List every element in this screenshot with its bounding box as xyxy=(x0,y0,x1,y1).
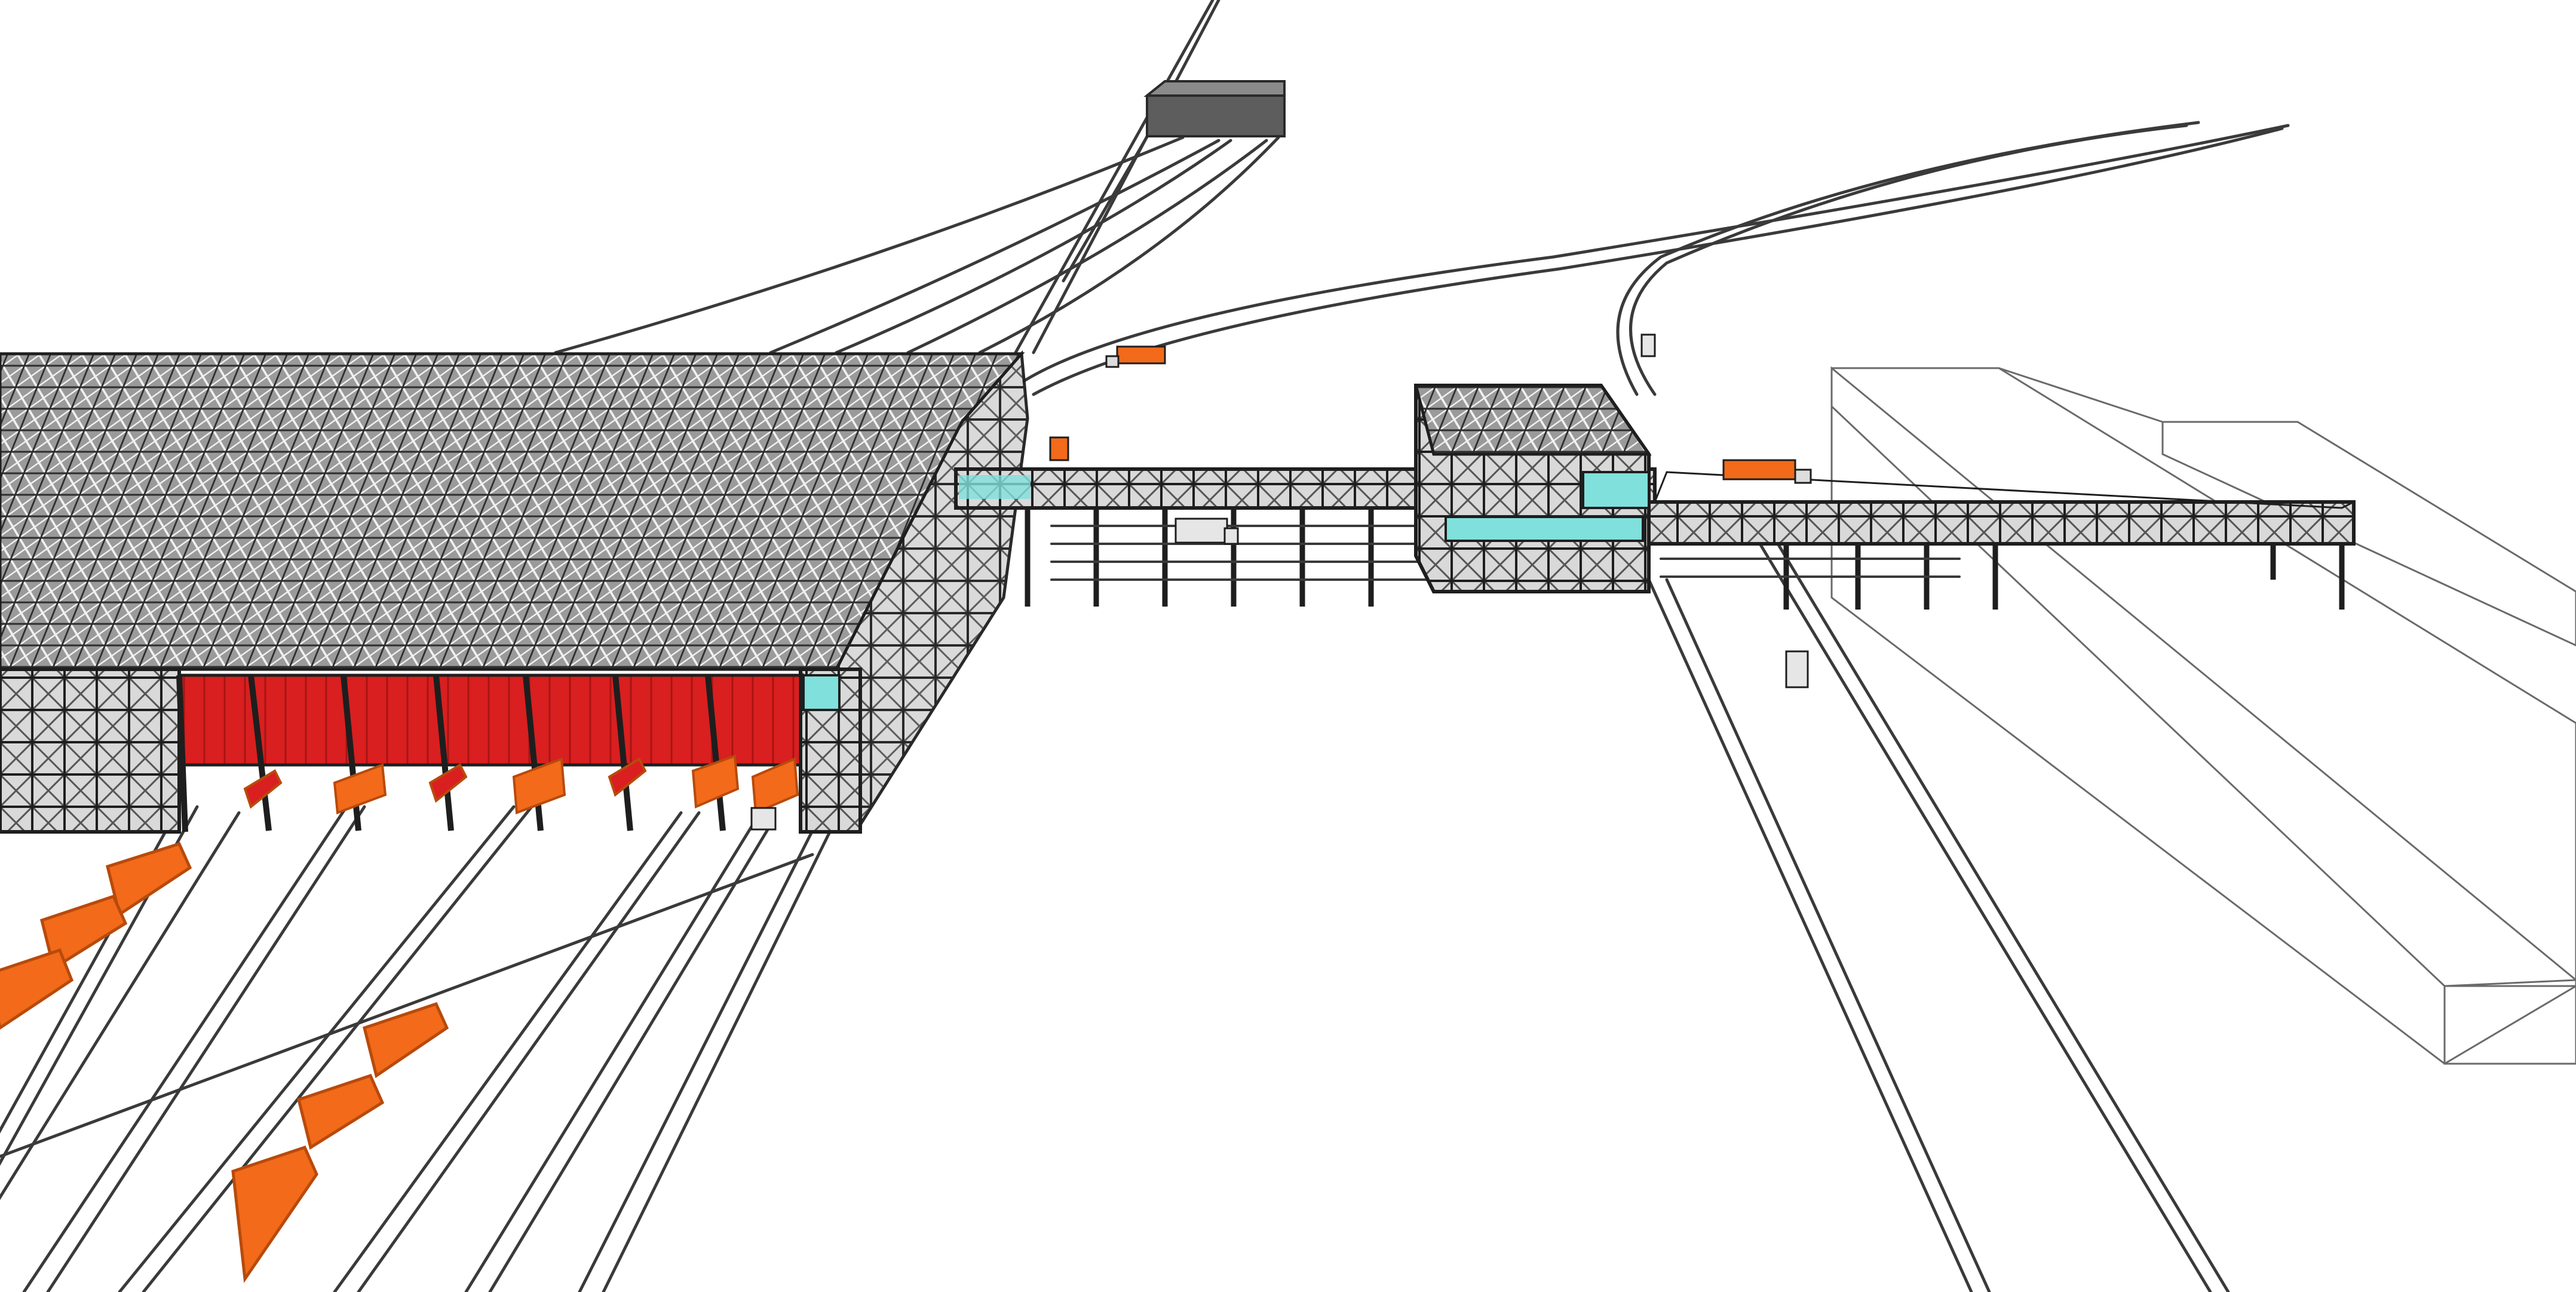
outline-blocks xyxy=(1830,366,2576,1065)
gray-silo xyxy=(1143,80,1286,137)
elevated-bridge xyxy=(954,467,2356,610)
truck-orange-right xyxy=(1722,459,1812,484)
truck-orange-top xyxy=(1105,345,1166,368)
right-rail-tracks xyxy=(1020,121,2290,1292)
truck-orange-mid xyxy=(1049,436,1069,461)
red-loading-dock xyxy=(176,673,802,832)
foreground-rail-tracks xyxy=(0,805,832,1292)
truck-white-bridge xyxy=(1174,518,1239,545)
control-tower xyxy=(1413,384,1652,593)
dock-containers xyxy=(243,754,799,815)
top-rail-tracks xyxy=(554,0,1280,354)
container-wagons xyxy=(0,841,449,1283)
truck-white-small xyxy=(750,333,1809,831)
warehouse-front-facade xyxy=(0,668,862,834)
trucks xyxy=(750,333,1812,831)
